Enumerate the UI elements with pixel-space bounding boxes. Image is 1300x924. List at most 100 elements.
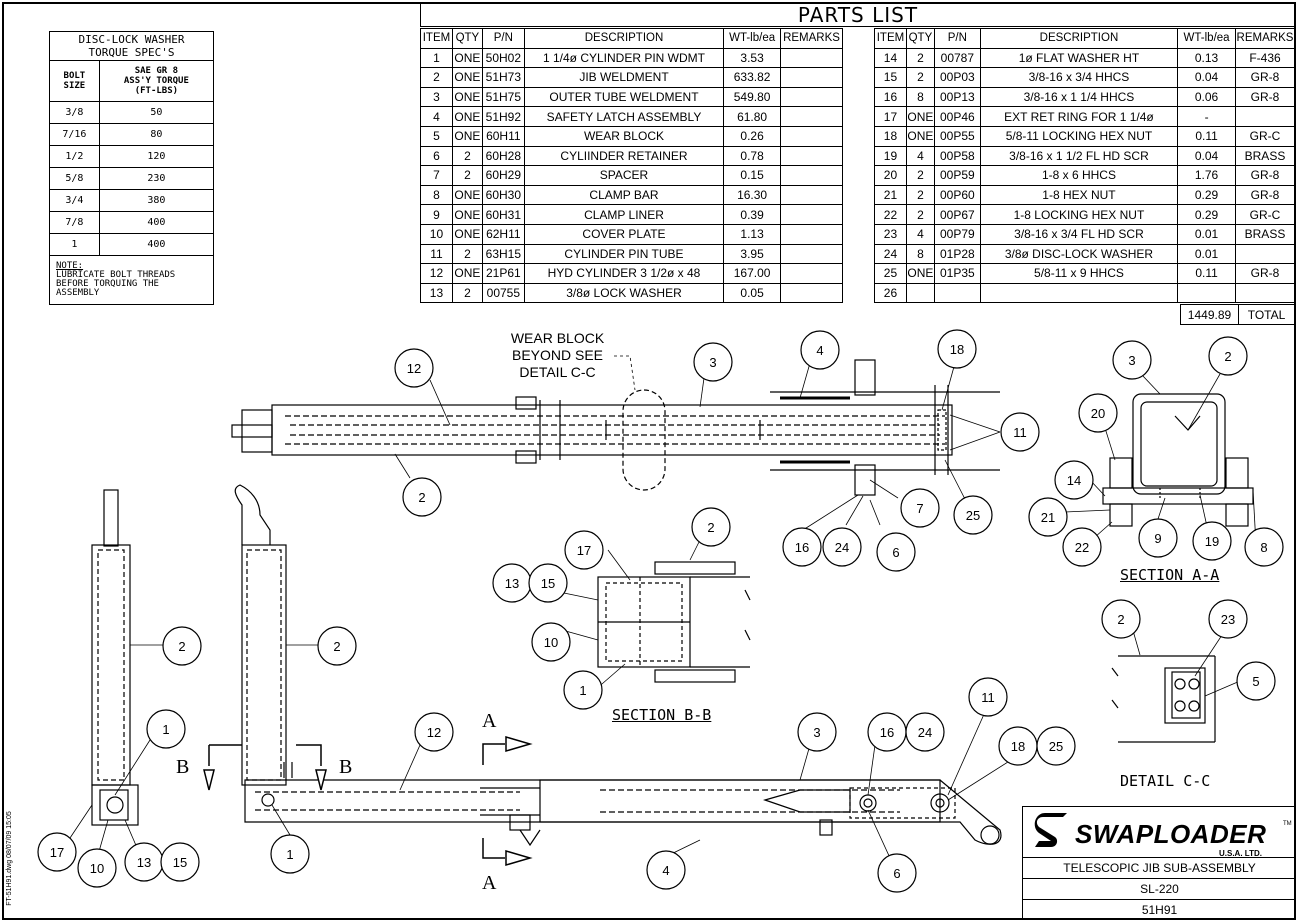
balloon-number: 25: [1049, 739, 1063, 754]
item-balloon: 12: [414, 712, 454, 752]
cut-a-top: A: [482, 710, 497, 732]
balloon-circle: [528, 563, 568, 603]
quantity: ONE: [451, 223, 483, 245]
item-balloon: 18: [937, 329, 977, 369]
item-balloon: 10: [531, 622, 571, 662]
end-view: [91, 489, 139, 826]
remarks: [780, 282, 843, 304]
balloon-number: 10: [90, 861, 104, 876]
part-number: 60H11: [481, 125, 525, 147]
item-balloon: 4: [646, 850, 686, 890]
weight: 0.13: [1177, 47, 1236, 69]
col-item: ITEM: [420, 28, 453, 49]
item-balloon: 17: [37, 832, 77, 872]
description: [979, 282, 1179, 304]
balloon-number: 2: [707, 520, 714, 535]
item-balloon: 25: [1036, 726, 1076, 766]
item-balloon: 13: [492, 563, 532, 603]
item-balloon: 6: [876, 532, 916, 572]
balloon-circle: [1078, 393, 1118, 433]
balloon-circle: [563, 670, 603, 710]
balloon-circle: [414, 712, 454, 752]
trademark: TM: [1283, 821, 1292, 827]
balloon-number: 15: [541, 576, 555, 591]
item-balloon: 2: [1101, 599, 1141, 639]
item-balloon: 6: [877, 853, 917, 893]
balloon-number: 13: [137, 855, 151, 870]
balloon-number: 7: [916, 501, 923, 516]
balloon-circle: [646, 850, 686, 890]
balloon-circle: [1054, 460, 1094, 500]
balloon-number: 2: [418, 490, 425, 505]
description: COVER PLATE: [523, 223, 725, 245]
item-balloon: 20: [1078, 393, 1118, 433]
description: 3/8ø LOCK WASHER: [523, 282, 725, 304]
item-balloon: 8: [1244, 527, 1284, 567]
cut-b-right: B: [339, 756, 353, 778]
col-remarks: REMARKS: [1234, 28, 1296, 49]
balloon-number: 23: [1221, 612, 1235, 627]
balloon-number: 18: [1011, 739, 1025, 754]
total-weight-value: 1449.89: [1180, 304, 1239, 325]
quantity: ONE: [451, 86, 483, 108]
balloon-number: 3: [1128, 353, 1135, 368]
part-number: 01P35: [933, 263, 981, 284]
balloon-circle: [162, 626, 202, 666]
balloon-circle: [782, 527, 822, 567]
part-number: 00P60: [933, 184, 981, 206]
item-balloon: 10: [77, 848, 117, 888]
item-balloon: 3: [693, 342, 733, 382]
part-number: 00P67: [933, 204, 981, 225]
balloon-number: 19: [1205, 534, 1219, 549]
balloon-circle: [37, 832, 77, 872]
description: 1-8 HEX NUT: [979, 184, 1179, 206]
bottom-side-view: [244, 762, 1002, 847]
section-b-b-label: SECTION B-B: [612, 706, 712, 724]
description: SPACER: [523, 165, 725, 186]
company-logo: SWAPLOADER U.S.A. LTD. TM: [1031, 813, 1293, 858]
balloon-number: 1: [162, 722, 169, 737]
item-balloon: 11: [968, 677, 1008, 717]
part-number: 60H30: [481, 184, 525, 206]
balloon-number: 8: [1260, 540, 1267, 555]
balloon-circle: [1000, 412, 1040, 452]
weight: 0.05: [723, 282, 782, 304]
item-balloon: 14: [1054, 460, 1094, 500]
balloon-number: 17: [50, 845, 64, 860]
balloon-circle: [877, 853, 917, 893]
balloon-number: 9: [1154, 531, 1161, 546]
remarks: BRASS: [1234, 145, 1296, 167]
balloon-number: 11: [1013, 425, 1027, 440]
balloon-circle: [317, 626, 357, 666]
item-balloon: 2: [317, 626, 357, 666]
part-number: 62H11: [481, 223, 525, 245]
section-a-a-view: [1102, 393, 1254, 527]
balloon-number: 4: [816, 343, 823, 358]
balloon-number: 2: [178, 639, 185, 654]
balloon-number: 16: [795, 540, 809, 555]
col-description: DESCRIPTION: [979, 28, 1179, 49]
item-balloon: 3: [1112, 340, 1152, 380]
item-balloon: 23: [1208, 599, 1248, 639]
balloon-circle: [905, 712, 945, 752]
remarks: GR-8: [1234, 67, 1296, 88]
balloon-number: 18: [950, 342, 964, 357]
description: 1ø FLAT WASHER HT: [979, 47, 1179, 69]
balloon-number: 16: [880, 725, 894, 740]
item-number: 25: [874, 263, 907, 284]
balloon-circle: [900, 488, 940, 528]
weight: 16.30: [723, 184, 782, 206]
quantity: ONE: [451, 67, 483, 88]
